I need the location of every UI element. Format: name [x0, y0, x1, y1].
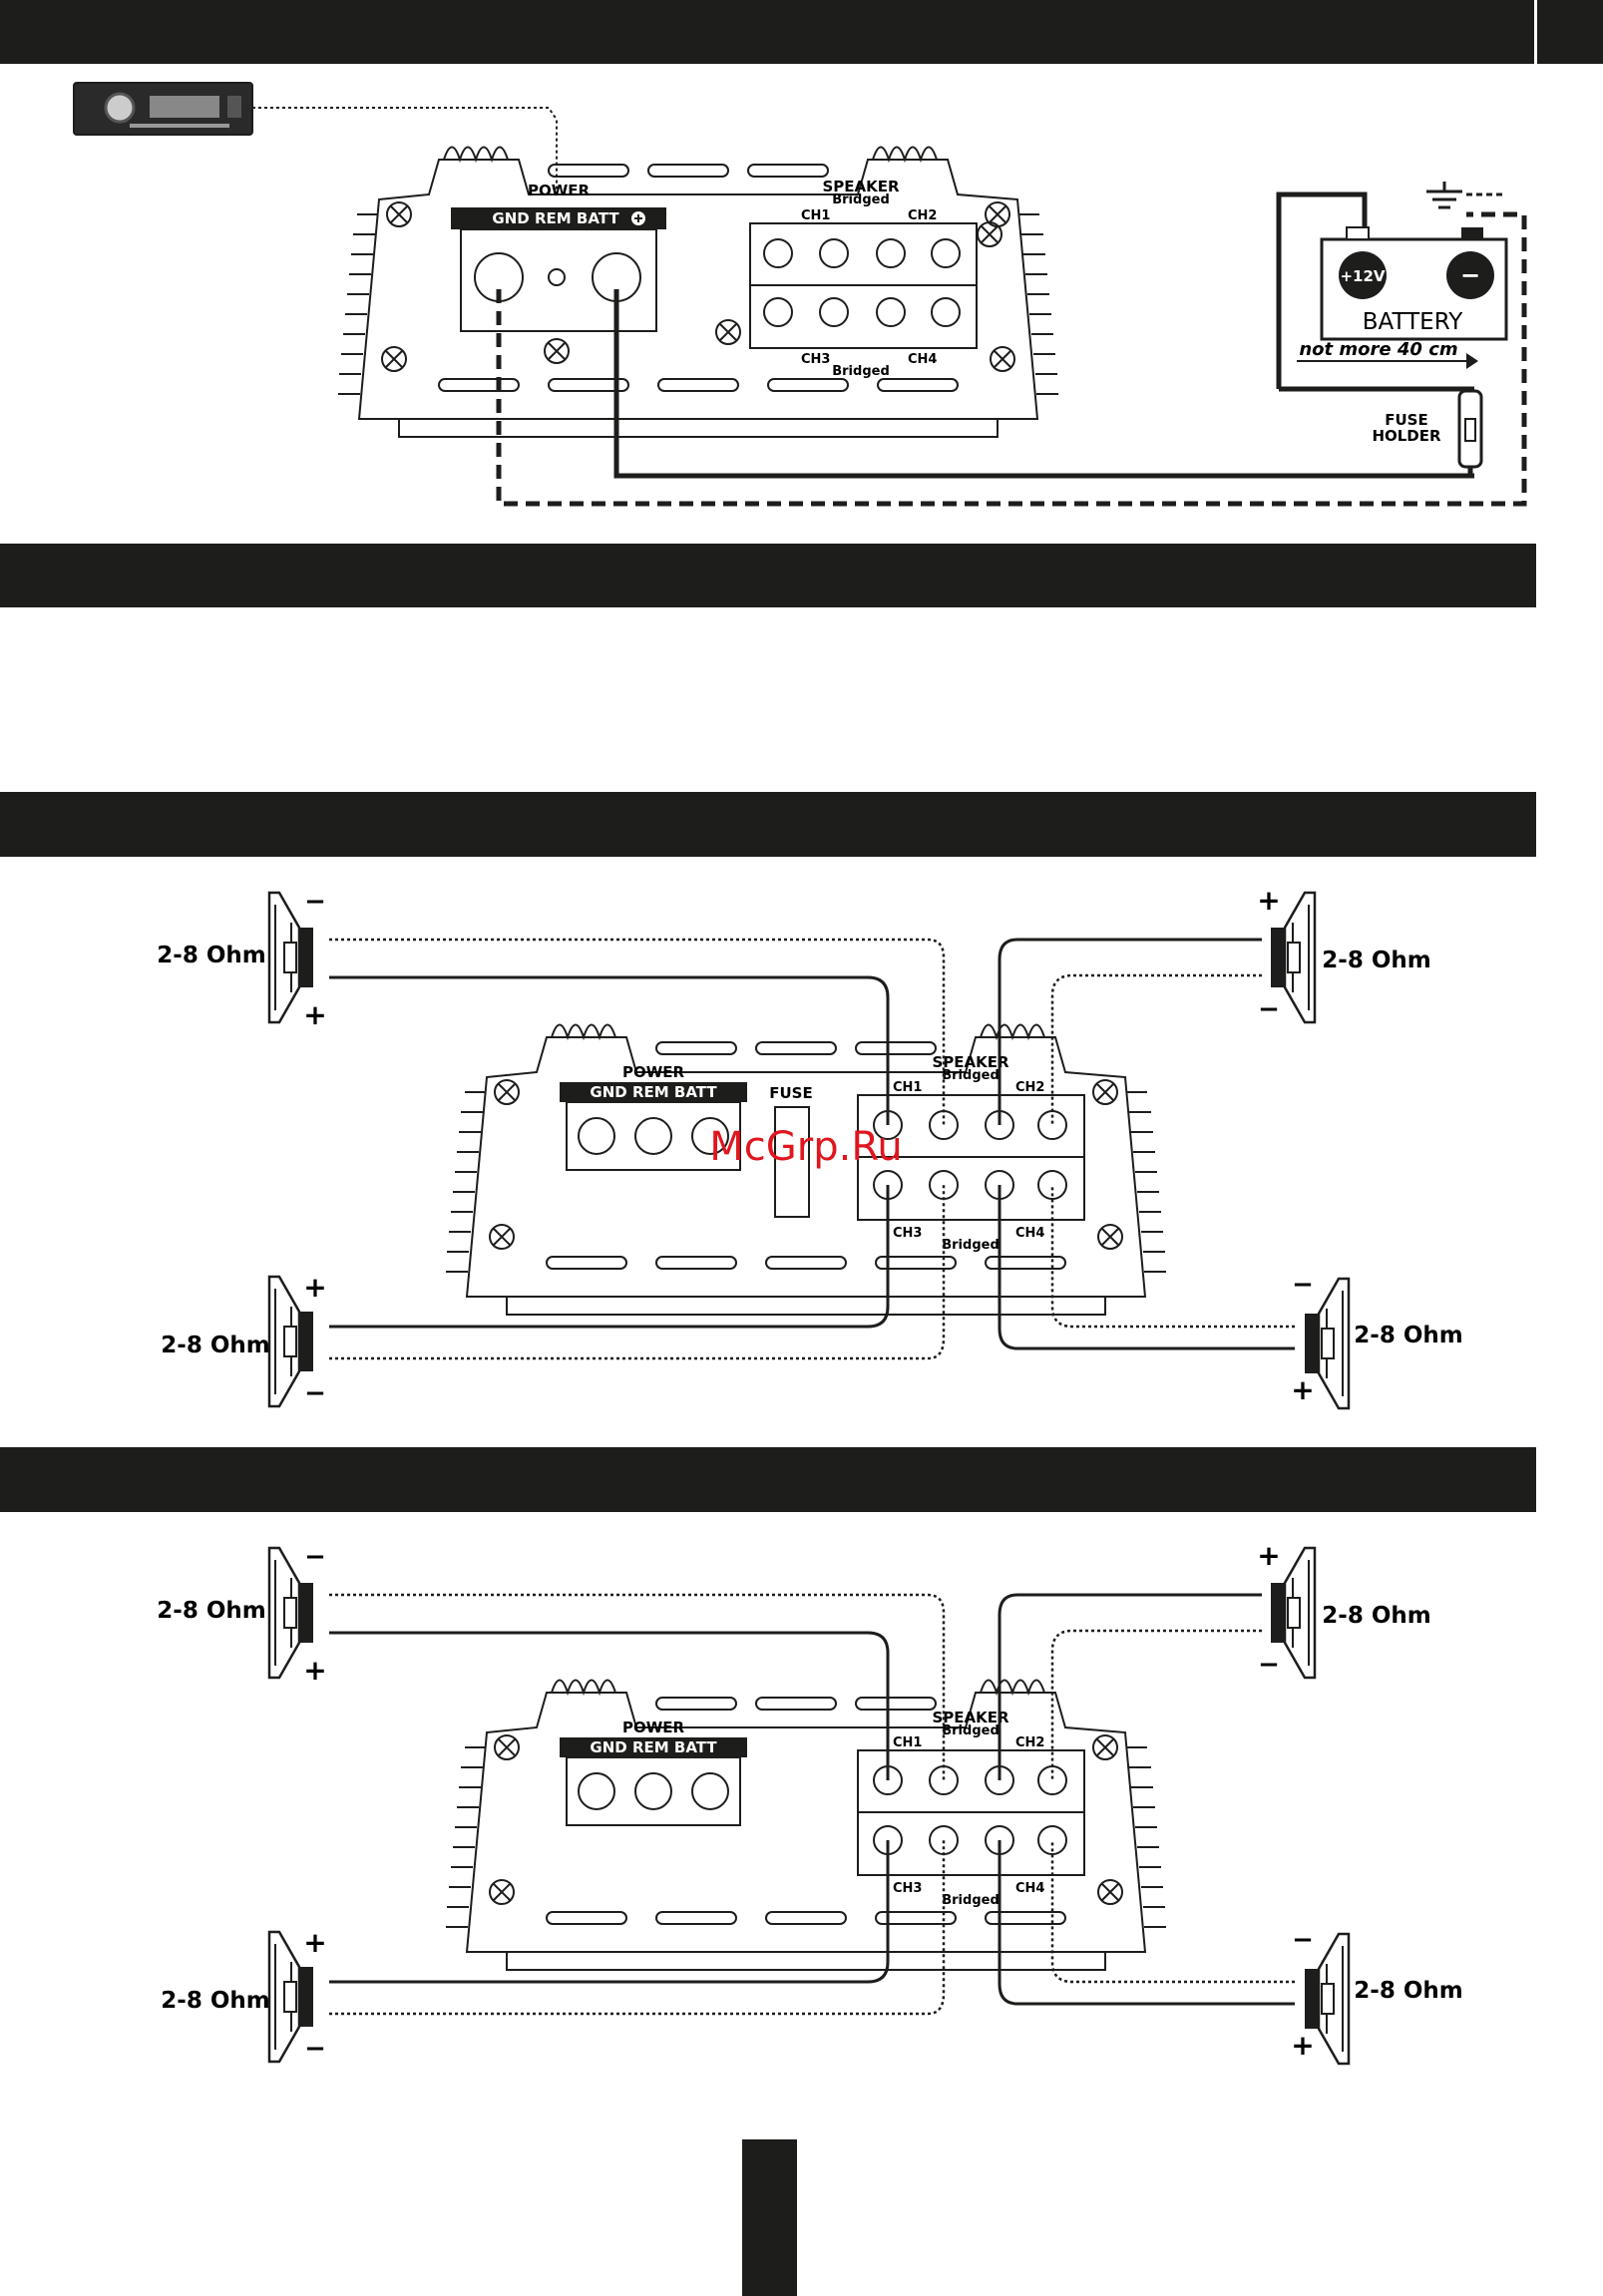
minus-sign: − — [304, 1542, 326, 1572]
fuse-holder-label-2: HOLDER — [1372, 427, 1441, 445]
minus-sign: − — [1292, 1270, 1314, 1300]
section-bar-3 — [0, 1447, 1536, 1512]
plus-sign: + — [303, 1271, 326, 1304]
ch4-label: CH4 — [1015, 1881, 1044, 1896]
speaker-label: SPEAKER — [932, 1053, 1009, 1071]
speaker-wiring-diagram-with-fuse: POWER GND REM BATT FUSE SPEAKER Bridged … — [157, 884, 1463, 1410]
ohm-label-top-left: 2-8 Ohm — [157, 943, 265, 968]
ohm-label-bottom-right: 2-8 Ohm — [1354, 1323, 1462, 1348]
plus-sign: + — [303, 998, 326, 1031]
plus-sign: + — [1257, 1539, 1280, 1572]
top-header-corner — [1537, 0, 1603, 64]
fuse-holder-label-1: FUSE — [1385, 411, 1427, 429]
battery-icon: +12V − BATTERY — [1276, 182, 1508, 392]
plus-sign: + — [1257, 884, 1280, 917]
power-wire — [613, 289, 1474, 479]
battery-minus-label: − — [1460, 261, 1480, 289]
ch3-label: CH3 — [893, 1881, 922, 1896]
plus-sign: + — [1291, 2029, 1314, 2062]
amplifier-1: POWER GND REM BATT SPEAKER Bridged CH1 C… — [337, 119, 1059, 438]
power-terminals-label: GND REM BATT — [492, 209, 619, 227]
minus-sign: − — [1292, 1925, 1314, 1955]
ch2-label: CH2 — [1015, 1735, 1044, 1750]
bridged-label-bottom: Bridged — [832, 364, 890, 379]
distance-note: not more 40 cm — [1299, 339, 1457, 360]
minus-sign: − — [304, 887, 326, 917]
top-header-bar — [0, 0, 1534, 64]
distance-arrow: not more 40 cm — [1297, 339, 1478, 369]
ch3-label: CH3 — [893, 1226, 922, 1241]
ch3-label: CH3 — [801, 352, 830, 367]
watermark: McGrp.Ru — [709, 1124, 902, 1170]
power-label: POWER — [622, 1063, 685, 1081]
minus-sign: − — [304, 1378, 326, 1408]
plus-sign: + — [1291, 1373, 1314, 1406]
ohm-label-top-left: 2-8 Ohm — [157, 1598, 265, 1624]
page-number-tab — [742, 2139, 797, 2296]
battery-label: BATTERY — [1363, 309, 1463, 335]
bridged-label-bottom: Bridged — [942, 1238, 1000, 1253]
ch2-label: CH2 — [908, 208, 937, 223]
speaker-label: SPEAKER — [932, 1709, 1009, 1726]
power-terminals-label: GND REM BATT — [590, 1083, 717, 1101]
minus-sign: − — [1258, 1650, 1280, 1680]
power-terminals-label: GND REM BATT — [590, 1738, 717, 1756]
fuse-label: FUSE — [769, 1084, 812, 1102]
ch2-label: CH2 — [1015, 1080, 1044, 1095]
ch4-label: CH4 — [908, 352, 937, 367]
bridged-label-top: Bridged — [832, 192, 890, 207]
bridged-label-bottom: Bridged — [942, 1893, 1000, 1908]
ohm-label-bottom-right: 2-8 Ohm — [1354, 1978, 1462, 2004]
ground-wire — [496, 211, 1527, 507]
speaker-wiring-diagram: POWER GND REM BATT SPEAKER Bridged CH1 C… — [157, 1539, 1463, 2066]
power-label: POWER — [528, 182, 591, 199]
speaker-label: SPEAKER — [822, 178, 900, 195]
head-unit-icon — [73, 82, 253, 136]
ch4-label: CH4 — [1015, 1226, 1044, 1241]
battery-plus-label: +12V — [1340, 267, 1385, 285]
power-label: POWER — [622, 1719, 685, 1736]
ch1-label: CH1 — [801, 208, 830, 223]
ch1-label: CH1 — [893, 1735, 922, 1750]
minus-sign: − — [304, 2034, 326, 2064]
minus-sign: − — [1258, 994, 1280, 1024]
section-bar-1 — [0, 544, 1536, 607]
ohm-label-top-right: 2-8 Ohm — [1322, 1603, 1430, 1629]
ohm-label-bottom-left: 2-8 Ohm — [161, 1333, 269, 1358]
section-bar-2 — [0, 792, 1536, 857]
power-wiring-diagram: POWER GND REM BATT SPEAKER Bridged CH1 C… — [73, 82, 1527, 507]
ch1-label: CH1 — [893, 1080, 922, 1095]
ohm-label-top-right: 2-8 Ohm — [1322, 948, 1430, 973]
bridged-label-top: Bridged — [942, 1723, 1000, 1738]
fuse-holder-icon — [1457, 389, 1483, 476]
plus-sign: + — [303, 1654, 326, 1687]
fuse-icon — [774, 1106, 810, 1218]
ohm-label-bottom-left: 2-8 Ohm — [161, 1988, 269, 2014]
plus-sign: + — [303, 1926, 326, 1959]
bridged-label-top: Bridged — [942, 1068, 1000, 1083]
